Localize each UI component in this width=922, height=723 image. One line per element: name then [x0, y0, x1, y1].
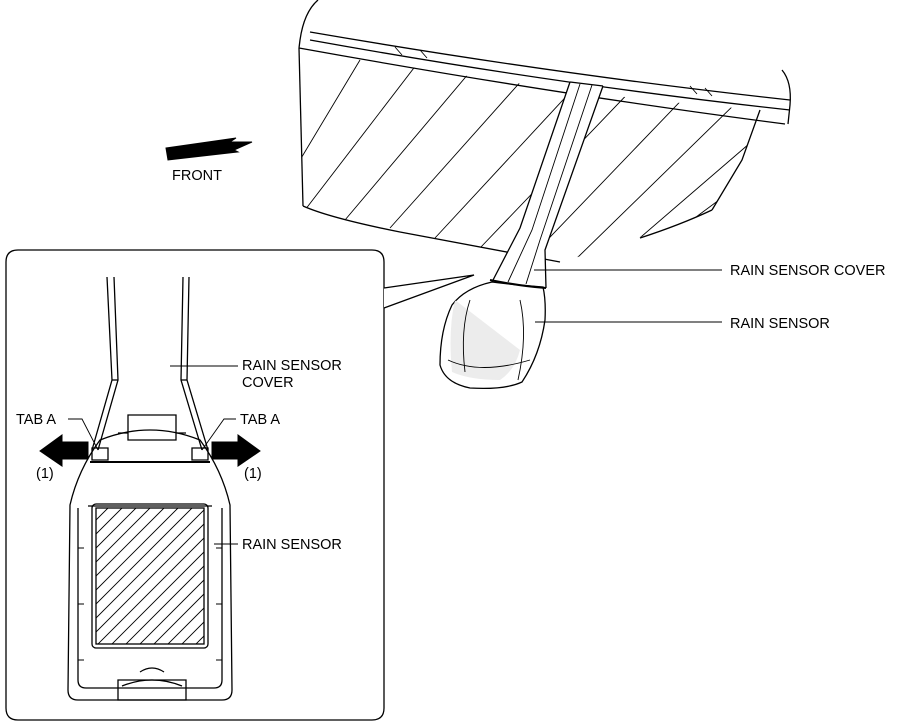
step-right-label: (1)	[244, 466, 262, 482]
tab-a-left-label: TAB A	[16, 412, 56, 428]
detail-cover-label-line2: COVER	[242, 375, 294, 391]
arrow-left-icon	[39, 434, 89, 467]
arrow-right-icon	[211, 434, 261, 467]
leader-tab-a-right	[201, 418, 236, 451]
leader-tab-a-left	[68, 418, 99, 451]
rain-sensor-cover-detail	[90, 276, 210, 463]
rain-sensor-detail	[67, 429, 233, 701]
rain-sensor-label: RAIN SENSOR	[730, 316, 830, 332]
tab-a-right-label: TAB A	[240, 412, 280, 428]
windshield	[298, 0, 791, 263]
rain-sensor-cover-label: RAIN SENSOR COVER	[730, 263, 886, 279]
step-left-label: (1)	[36, 466, 54, 482]
rain-sensor-cover-main	[489, 81, 604, 289]
detail-rain-sensor-label: RAIN SENSOR	[242, 537, 342, 553]
front-label: FRONT	[172, 168, 222, 184]
front-arrow-icon	[165, 137, 253, 161]
detail-callout	[5, 249, 475, 721]
detail-cover-label-line1: RAIN SENSOR	[242, 358, 342, 374]
rain-sensor-main	[439, 281, 546, 390]
